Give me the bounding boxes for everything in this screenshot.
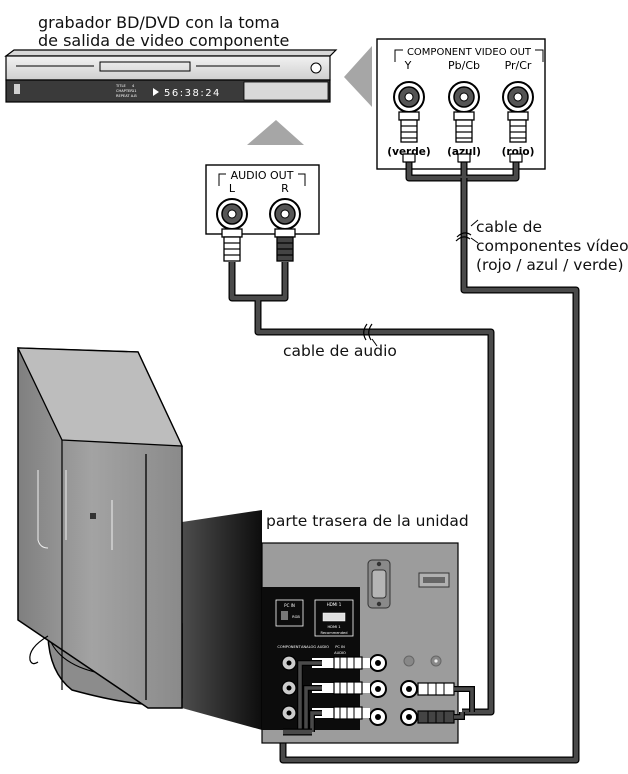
display-title-value: 4 [132,84,135,88]
component-cable-caption-line3: (rojo / azul / verde) [476,256,624,274]
audio-out-panel: AUDIO OUT L R [205,164,320,262]
audio-plugs-inserted [417,682,475,724]
rgb-label: RGB [292,615,300,619]
pc-in-audio-label: PC IN [335,645,345,649]
hdmi1-recommended: Recommended [321,631,348,635]
component-cable-caption-line2: componentes vídeo [476,237,628,255]
vga-port [367,559,391,609]
plug-pb [453,111,475,143]
tv-set [16,347,184,709]
component-in-label: COMPONENT [277,645,301,649]
panel-rca-jacks [369,654,442,726]
audio-out-label: AUDIO OUT [231,169,294,182]
recorder-caption-line1: grabador BD/DVD con la toma [38,13,280,32]
jack-label-pr: Pr/Cr [505,59,532,72]
display-title-label: TITLE [115,84,126,88]
display-time: 56:38:24 [164,88,221,99]
jack-label-pb: Pb/Cb [448,59,480,72]
audio-jack-label-r: R [281,182,289,195]
audio-jack-r [269,198,301,230]
arrow-to-component-icon [344,46,372,107]
color-label-verde: (verde) [387,146,430,158]
hdmi1-box: HDMI 1 HDMI 1 Recommended [314,599,354,637]
hdmi1-bottom-label: HDMI 1 [327,625,340,629]
bd-dvd-recorder: TITLE 4 CHAPTER 11 REPEAT A-B 56:38:24 [4,49,338,103]
component-in-jacks [281,655,297,721]
audio-jack-l [216,198,248,230]
audio-plug-r [274,228,296,262]
play-icon [153,88,159,96]
audio-cable [228,262,495,716]
plug-y [398,111,420,143]
recorder-caption-line2: de salida de video componente [38,31,290,50]
audio-cable-caption: cable de audio [283,342,397,360]
pc-in-box: PC IN RGB [275,599,304,627]
jack-y [393,81,425,113]
component-video-out-panel: COMPONENT VIDEO OUT Y Pb/Cb Pr/Cr [376,38,546,170]
display-chapter-value: 11 [132,89,137,93]
display-repeat-label: REPEAT A-B [116,94,137,98]
color-label-azul: (azul) [447,146,481,158]
pc-in-label: PC IN [284,603,295,608]
arrow-to-audio-icon [247,120,304,145]
display-chapter-label: CHAPTER [116,89,133,93]
audio-jack-label-l: L [229,182,236,195]
analog-audio-label: ANALOG AUDIO [301,645,329,649]
plug-pr [507,111,529,143]
component-plugs-inserted [283,656,370,736]
tv-rear-panel: PC IN RGB HDMI 1 HDMI 1 Recommended COMP… [261,542,475,744]
rear-of-unit-caption: parte trasera de la unidad [266,512,469,530]
hdmi1-top-label: HDMI 1 [327,602,342,607]
jack-pb [448,81,480,113]
component-out-label: COMPONENT VIDEO OUT [407,47,532,58]
component-cable [279,153,580,764]
audio-label: AUDIO [334,651,346,655]
component-cable-caption-line1: cable de [476,218,543,236]
audio-plug-l [221,228,243,262]
jack-pr [502,81,534,113]
jack-label-y: Y [404,59,412,72]
zoom-beam [182,510,262,730]
